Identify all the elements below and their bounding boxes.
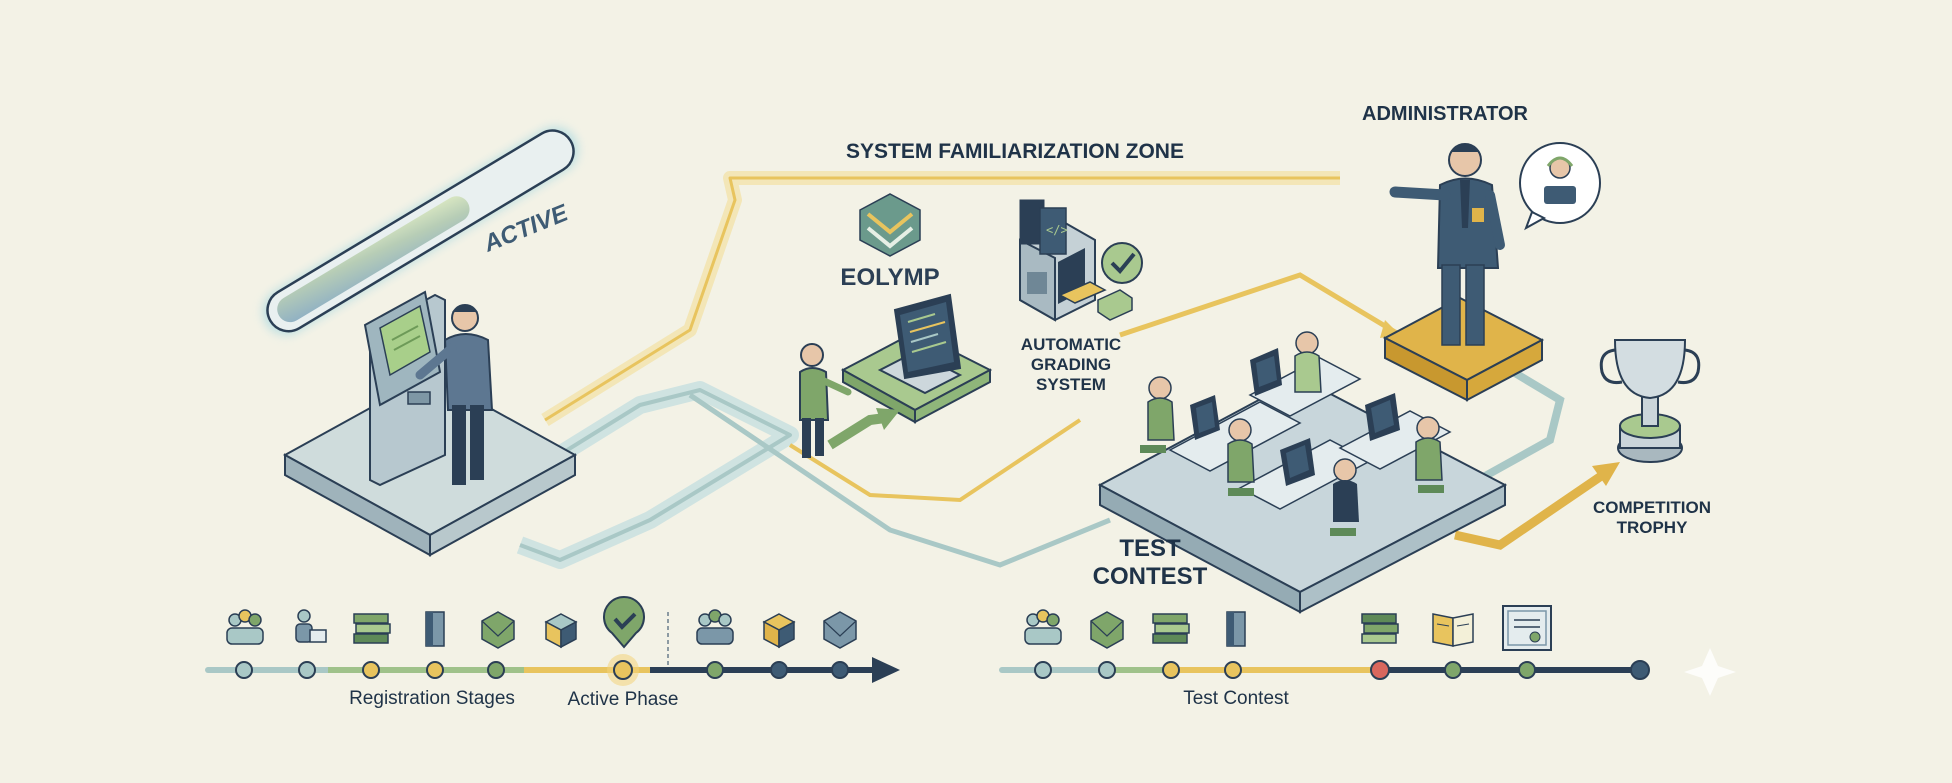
timeline-left-node: [487, 661, 505, 679]
grading-line-1: AUTOMATIC: [1020, 335, 1122, 354]
timeline-left: [205, 612, 900, 686]
trophy-line-1: COMPETITION: [1592, 498, 1712, 517]
active-status-bar: [262, 126, 579, 335]
timeline-right: [999, 660, 1650, 680]
laptop: [877, 293, 963, 395]
document-icon: [1226, 611, 1246, 647]
d20-icon: [823, 611, 857, 649]
timeline-right-node: [1518, 661, 1536, 679]
checkmark-pin-icon: [603, 596, 645, 649]
cube-icon: [544, 613, 578, 649]
timeline-right-node: [1444, 661, 1462, 679]
books-icon: [1152, 613, 1190, 644]
open-book-icon: [1432, 613, 1474, 647]
person-at-laptop: [799, 343, 852, 458]
timeline-left-node: [235, 661, 253, 679]
timeline-label-test-contest: Test Contest: [1183, 688, 1289, 709]
grading-line-2: GRADING: [1030, 355, 1112, 374]
test-contest-label: TEST CONTEST: [1093, 535, 1208, 591]
timeline-left-node: [770, 661, 788, 679]
group-icon: [696, 609, 734, 645]
flow-path-to-trophy: [1454, 466, 1613, 550]
grading-line-3: SYSTEM: [1036, 375, 1106, 394]
trophy-line-2: TROPHY: [1616, 518, 1688, 537]
eolymp-logo: [859, 193, 921, 257]
timeline-right-node: [1098, 661, 1116, 679]
check-badge-icon: [1101, 242, 1143, 284]
support-agent-icon: [1519, 142, 1601, 231]
timeline-left-node: [706, 661, 724, 679]
brand-name: EOLYMP: [840, 264, 940, 291]
timeline-left-node: [426, 661, 444, 679]
admin-podium: [1382, 296, 1545, 402]
certificate-icon: [1502, 605, 1552, 651]
group-icon: [226, 609, 264, 645]
user-laptop-icon: [295, 609, 327, 643]
d20-icon: [481, 611, 515, 649]
d20-icon: [1090, 611, 1124, 649]
timeline-label-active-phase: Active Phase: [567, 689, 679, 710]
timeline-left-node: [298, 661, 316, 679]
timeline-right-node-end: [1630, 660, 1650, 680]
contestants: [1140, 331, 1444, 536]
administrator-label: ADMINISTRATOR: [1362, 103, 1528, 125]
trophy-label: COMPETITION TROPHY: [1593, 498, 1711, 538]
test-contest-line-2: CONTEST: [1092, 563, 1208, 590]
person-at-kiosk: [415, 304, 494, 485]
timeline-right-node: [1224, 661, 1242, 679]
books-icon: [353, 613, 391, 644]
flow-path-admin-loop: [1458, 366, 1565, 494]
cube-icon: [762, 613, 796, 649]
registration-kiosk: [363, 290, 446, 487]
test-contest-line-1: TEST: [1119, 535, 1181, 562]
sparkle-icon: [1684, 648, 1736, 696]
grading-machine: </>: [1019, 199, 1133, 322]
timeline-left-node-active: [613, 660, 633, 680]
trophy-icon: [1599, 339, 1701, 463]
timeline-right-node: [1162, 661, 1180, 679]
flow-paths: [516, 171, 1620, 569]
green-arrow: [827, 408, 900, 450]
document-icon: [425, 611, 445, 647]
timeline-left-arrow: [872, 657, 900, 683]
grading-system-label: AUTOMATIC GRADING SYSTEM: [1021, 335, 1121, 395]
flow-path-teal-contest: [688, 392, 1111, 568]
timeline-left-node: [831, 661, 849, 679]
books-icon: [1361, 613, 1399, 644]
flow-path-gold-grading: [788, 418, 1082, 503]
trophy-arrow-head: [1592, 462, 1620, 486]
flow-path-to-admin: [1119, 272, 1402, 338]
timeline-left-node: [362, 661, 380, 679]
timeline-label-registration: Registration Stages: [349, 688, 515, 709]
administrator-figure: [1389, 143, 1505, 346]
zone-title: SYSTEM FAMILIARIZATION ZONE: [846, 140, 1184, 163]
group-icon: [1024, 609, 1062, 645]
timeline-right-node-highlight: [1370, 660, 1390, 680]
svg-text:</>: </>: [1046, 223, 1068, 237]
timeline-right-node: [1034, 661, 1052, 679]
